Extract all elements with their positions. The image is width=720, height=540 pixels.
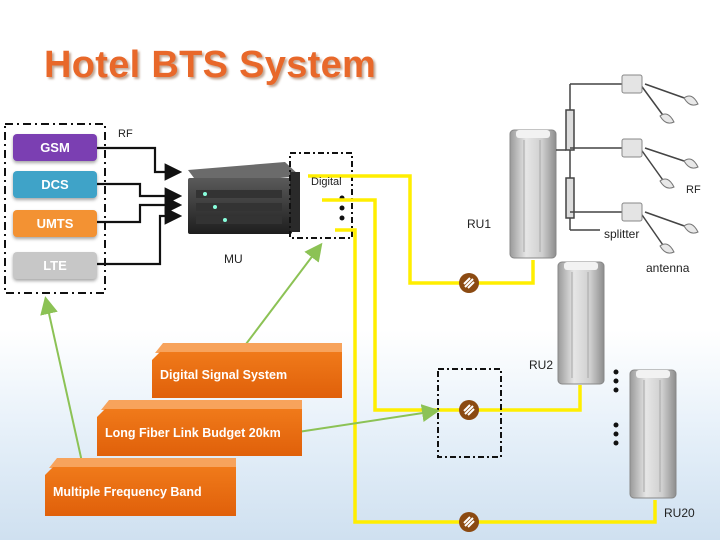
feature-top-fiber xyxy=(101,400,302,410)
rf-lines xyxy=(97,146,183,266)
splitter-icon xyxy=(621,74,643,222)
fiber-connector-icon-2 xyxy=(459,400,479,420)
feature-top-digital xyxy=(155,343,342,353)
feature-arrows xyxy=(40,242,440,463)
page-title: Hotel BTS System xyxy=(44,44,377,86)
splitter-label: splitter xyxy=(604,227,640,241)
ru2-unit xyxy=(557,261,605,385)
band-lte-label: LTE xyxy=(43,258,67,273)
fiber-connector-icon-3 xyxy=(459,512,479,532)
digital-port-box xyxy=(289,152,353,239)
digital-label: Digital xyxy=(311,176,342,188)
band-dcs: DCS xyxy=(13,171,97,198)
rf-label-right: RF xyxy=(686,184,701,196)
fiber-connector-icon-1 xyxy=(459,273,479,293)
splitter-tree xyxy=(556,83,691,249)
band-umts: UMTS xyxy=(13,210,97,237)
feature-fiber-link-text: Long Fiber Link Budget 20km xyxy=(105,425,281,440)
feature-fiber-link: Long Fiber Link Budget 20km xyxy=(97,409,302,456)
feature-digital-signal-text: Digital Signal System xyxy=(160,368,288,382)
ru-continuation-dots xyxy=(613,369,619,446)
feature-digital-signal: Digital Signal System xyxy=(152,352,342,398)
mu-unit xyxy=(188,162,300,234)
band-umts-label: UMTS xyxy=(36,216,74,231)
antenna-icon xyxy=(659,95,699,254)
band-gsm-label: GSM xyxy=(40,140,70,155)
band-group-box xyxy=(4,123,106,294)
fiber-lines xyxy=(308,174,657,524)
mu-label: MU xyxy=(224,252,243,266)
rf-label-left: RF xyxy=(118,128,133,140)
feature-top-frequency xyxy=(49,458,236,468)
band-gsm: GSM xyxy=(13,134,97,161)
ru2-label: RU2 xyxy=(529,358,554,372)
ru20-unit xyxy=(629,369,677,499)
antenna-label: antenna xyxy=(646,261,690,275)
band-lte: LTE xyxy=(13,252,97,279)
ru1-unit xyxy=(509,129,557,259)
feature-frequency-band-text: Multiple Frequency Band xyxy=(53,484,202,499)
ru1-label: RU1 xyxy=(467,217,492,231)
feature-frequency-band: Multiple Frequency Band xyxy=(45,467,236,516)
ru20-label: RU20 xyxy=(664,506,695,520)
band-dcs-label: DCS xyxy=(41,177,69,192)
